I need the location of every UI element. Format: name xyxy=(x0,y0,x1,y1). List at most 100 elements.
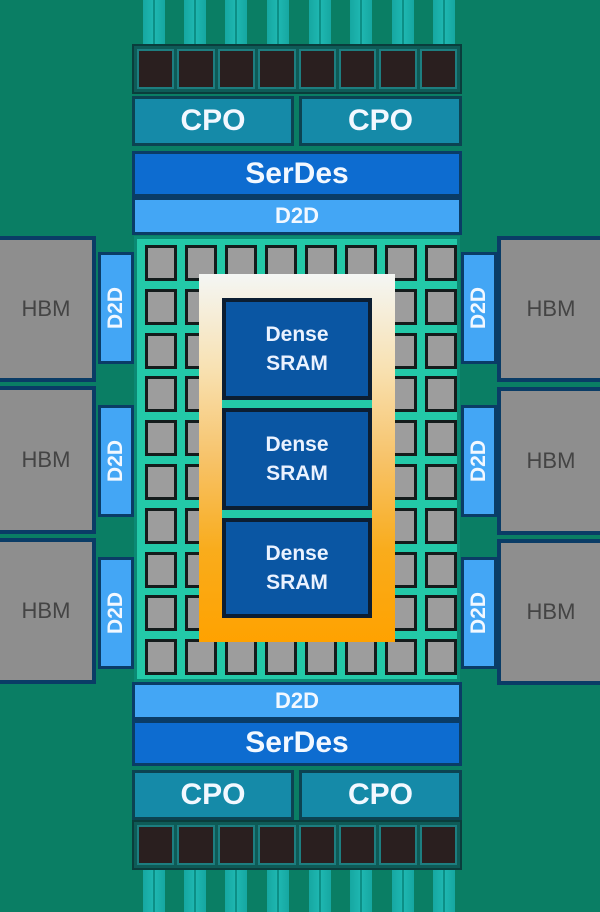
top-d2d: D2D xyxy=(132,197,462,235)
top-cpo-right: CPO xyxy=(299,96,462,146)
bottom-connector-strip xyxy=(132,820,462,870)
optical-connector xyxy=(137,825,175,865)
d2d-label: D2D xyxy=(104,591,128,635)
compute-tile xyxy=(145,288,177,325)
d2d-label: D2D xyxy=(467,286,491,330)
hbm-label: HBM xyxy=(21,447,71,472)
right-d2d-1: D2D xyxy=(461,252,497,364)
serdes-label: SerDes xyxy=(245,157,349,190)
top-cpo-left: CPO xyxy=(132,96,294,146)
compute-tile xyxy=(425,551,457,588)
compute-tile xyxy=(425,420,457,457)
bottom-cpo-right: CPO xyxy=(299,770,462,820)
sram-label-line2: SRAM xyxy=(266,462,328,485)
hbm-label: HBM xyxy=(21,598,71,623)
optical-fiber xyxy=(350,868,372,912)
compute-tile xyxy=(145,376,177,413)
left-hbm-3: HBM xyxy=(0,538,96,684)
optical-fiber xyxy=(392,868,414,912)
optical-connector xyxy=(338,825,377,865)
compute-tile xyxy=(225,639,257,676)
optical-fiber xyxy=(350,0,372,46)
left-hbm-1: HBM xyxy=(0,236,96,382)
optical-fiber xyxy=(392,0,414,46)
bottom-d2d: D2D xyxy=(132,682,462,720)
optical-fiber xyxy=(309,868,331,912)
top-connector-strip xyxy=(132,44,462,94)
compute-tile xyxy=(305,639,337,676)
sram-label-line1: Dense xyxy=(265,542,329,565)
compute-tile xyxy=(425,245,457,281)
compute-tile xyxy=(145,595,177,632)
optical-connector xyxy=(258,825,296,865)
left-hbm-2: HBM xyxy=(0,386,96,534)
compute-tile xyxy=(425,507,457,544)
optical-connector xyxy=(338,49,377,89)
compute-tile xyxy=(145,551,177,588)
optical-fiber xyxy=(309,0,331,46)
optical-fiber xyxy=(143,0,165,46)
sram-separator xyxy=(222,400,372,408)
compute-tile xyxy=(145,639,177,676)
optical-fiber xyxy=(225,0,247,46)
hbm-label: HBM xyxy=(526,296,576,321)
sram-label-line1: Dense xyxy=(265,433,329,456)
optical-fiber xyxy=(225,868,247,912)
sram-label-line1: Dense xyxy=(265,323,329,346)
optical-connector xyxy=(419,49,457,89)
optical-connector xyxy=(419,825,457,865)
sram-block-2: Dense SRAM xyxy=(222,408,372,510)
hbm-label: HBM xyxy=(526,448,576,473)
bottom-serdes: SerDes xyxy=(132,720,462,766)
sram-label-line2: SRAM xyxy=(266,571,328,594)
right-hbm-1: HBM xyxy=(497,236,600,382)
optical-fiber xyxy=(267,868,289,912)
left-d2d-2: D2D xyxy=(98,405,134,517)
right-hbm-2: HBM xyxy=(497,387,600,535)
right-d2d-3: D2D xyxy=(461,557,497,669)
hbm-label: HBM xyxy=(21,296,71,321)
sram-block-3: Dense SRAM xyxy=(222,518,372,618)
optical-fiber xyxy=(433,0,455,46)
compute-tile xyxy=(425,639,457,676)
sram-block-1: Dense SRAM xyxy=(222,298,372,400)
optical-fiber xyxy=(433,868,455,912)
cpo-label: CPO xyxy=(180,778,246,811)
optical-connector xyxy=(177,49,215,89)
d2d-label: D2D xyxy=(104,286,128,330)
d2d-label: D2D xyxy=(104,439,128,483)
compute-tile xyxy=(425,376,457,413)
optical-connector xyxy=(258,49,296,89)
right-hbm-3: HBM xyxy=(497,539,600,685)
compute-tile xyxy=(345,639,377,676)
optical-fiber xyxy=(143,868,165,912)
d2d-label: D2D xyxy=(467,591,491,635)
sram-separator xyxy=(222,510,372,518)
right-d2d-2: D2D xyxy=(461,405,497,517)
hbm-label: HBM xyxy=(526,599,576,624)
compute-tile xyxy=(145,245,177,281)
optical-connector xyxy=(379,49,417,89)
optical-connector xyxy=(298,825,336,865)
compute-tile xyxy=(185,639,217,676)
optical-connector xyxy=(217,825,256,865)
d2d-label: D2D xyxy=(274,688,319,713)
d2d-label: D2D xyxy=(467,439,491,483)
compute-tile xyxy=(145,332,177,369)
optical-connector xyxy=(298,49,336,89)
left-d2d-3: D2D xyxy=(98,557,134,669)
cpo-label: CPO xyxy=(347,104,413,137)
cpo-label: CPO xyxy=(180,104,246,137)
serdes-label: SerDes xyxy=(245,726,349,759)
compute-tile xyxy=(425,464,457,500)
bottom-cpo-left: CPO xyxy=(132,770,294,820)
optical-fiber xyxy=(184,868,206,912)
optical-connector xyxy=(217,49,256,89)
compute-tile xyxy=(425,595,457,632)
compute-tile xyxy=(425,332,457,369)
compute-tile xyxy=(145,464,177,500)
compute-tile xyxy=(145,507,177,544)
compute-tile xyxy=(265,639,297,676)
optical-connector xyxy=(137,49,175,89)
sram-label-line2: SRAM xyxy=(266,352,328,375)
